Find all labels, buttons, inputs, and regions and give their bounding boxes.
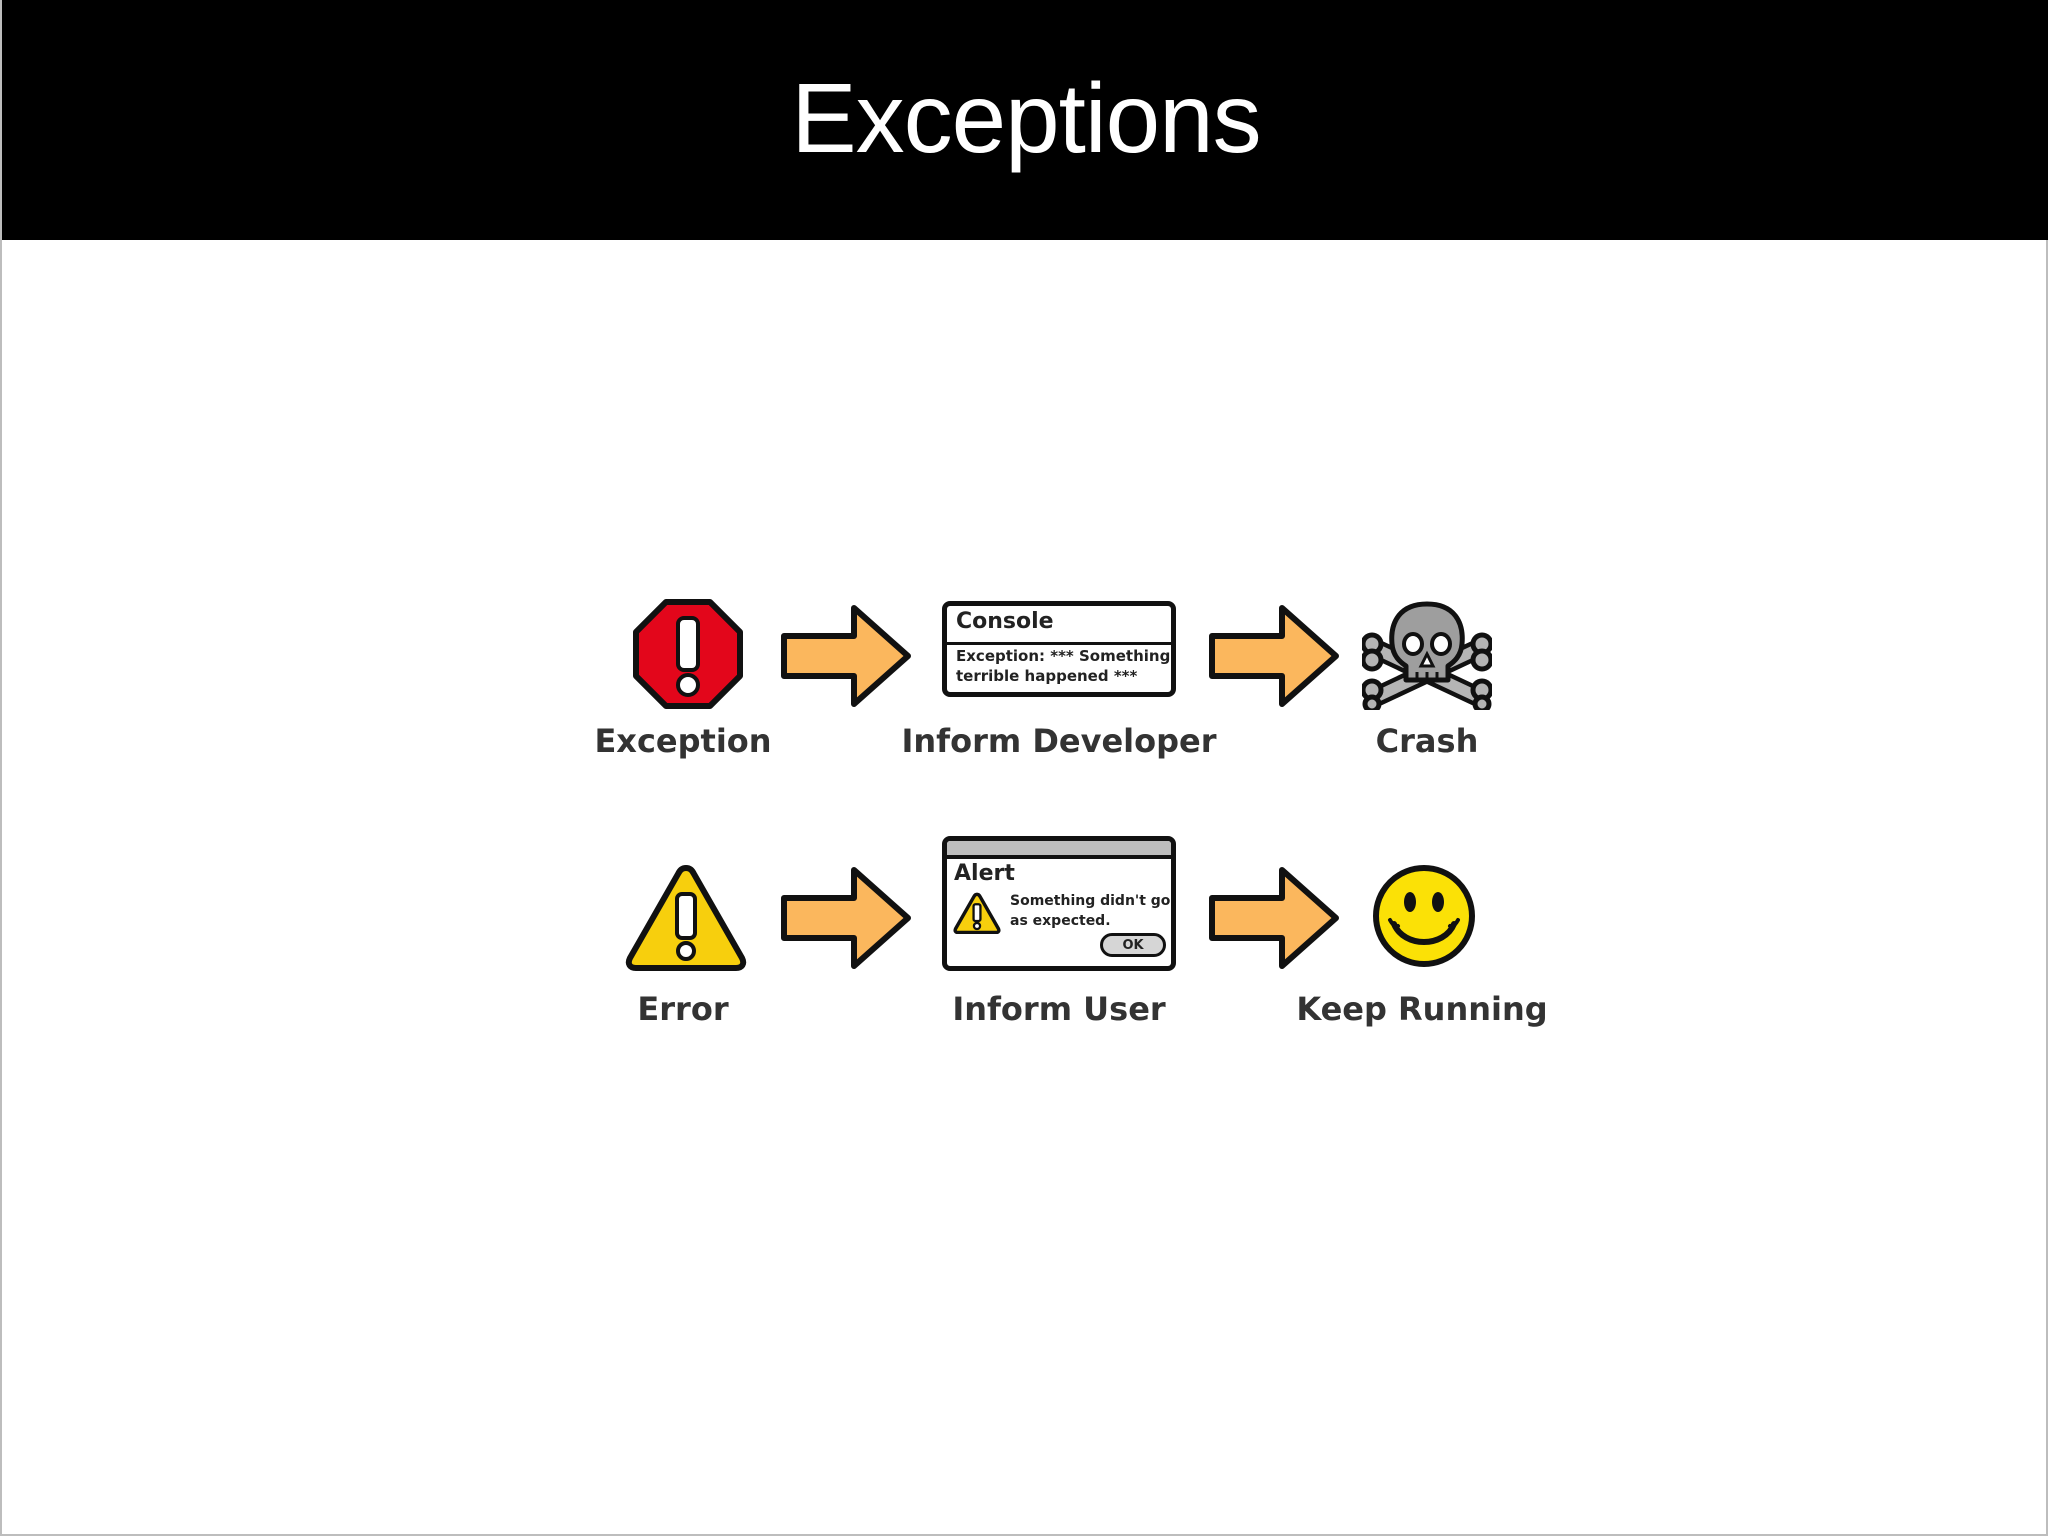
console-window (942, 601, 1176, 697)
label-crash: Crash (1375, 722, 1479, 760)
alert-line-2: as expected. (1010, 913, 1111, 929)
arrow-right-icon (1209, 867, 1339, 969)
alert-line-1: Something didn't go (1010, 893, 1171, 909)
alert-ok-button[interactable]: OK (1100, 933, 1166, 957)
label-inform-user: Inform User (952, 990, 1166, 1028)
console-line-1: Exception: *** Something (956, 647, 1171, 665)
warning-triangle-icon (625, 865, 747, 971)
label-keep-running: Keep Running (1296, 990, 1548, 1028)
alert-title: Alert (954, 861, 1015, 886)
label-error: Error (637, 990, 729, 1028)
title-bar: Exceptions (2, 0, 2048, 240)
slide-title: Exceptions (791, 62, 1261, 173)
skull-crossbones-icon (1362, 601, 1492, 710)
arrow-right-icon (781, 605, 911, 707)
alert-title-bar (947, 841, 1171, 859)
alert-ok-label: OK (1122, 937, 1144, 953)
console-title: Console (956, 609, 1054, 634)
window-divider (947, 642, 1171, 645)
console-line-2: terrible happened *** (956, 667, 1138, 685)
arrow-right-icon (781, 867, 911, 969)
warning-triangle-icon (953, 892, 1001, 934)
label-exception: Exception (594, 722, 772, 760)
smiley-face-icon (1373, 865, 1475, 967)
arrow-right-icon (1209, 605, 1339, 707)
label-inform-developer: Inform Developer (901, 722, 1217, 760)
stop-exclamation-icon (633, 599, 743, 709)
